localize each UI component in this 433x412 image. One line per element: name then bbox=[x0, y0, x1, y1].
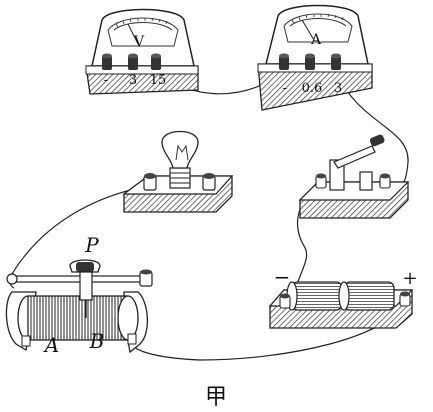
battery-terminal-negative[interactable] bbox=[279, 293, 291, 309]
switch-clip bbox=[359, 171, 373, 191]
ammeter-scale-arc bbox=[289, 18, 347, 27]
switch-terminal-left[interactable] bbox=[315, 173, 327, 189]
ammeter-terminal-neg[interactable] bbox=[279, 53, 289, 71]
switch-terminal-right[interactable] bbox=[379, 173, 391, 189]
rheostat-rod-terminal-right[interactable] bbox=[139, 269, 153, 287]
figure-caption: 甲 bbox=[205, 385, 227, 410]
battery-positive-label: + bbox=[402, 268, 417, 289]
switch-blade bbox=[333, 145, 376, 169]
ammeter-terminal-label-neg: - bbox=[283, 81, 287, 96]
rheostat-rod-terminal-left[interactable] bbox=[6, 273, 18, 285]
voltmeter-terminal-neg[interactable] bbox=[102, 53, 112, 71]
rheostat-terminal-b[interactable] bbox=[127, 333, 137, 345]
rheostat-end-a-label: A bbox=[43, 333, 59, 357]
rheostat-terminal-a[interactable] bbox=[21, 335, 31, 347]
ammeter-scale-ticks bbox=[291, 13, 344, 24]
rheostat-tube-right-face bbox=[117, 295, 139, 341]
switch-handle bbox=[369, 134, 385, 147]
battery-cell-right bbox=[338, 281, 395, 311]
voltmeter-scale-ticks bbox=[115, 17, 168, 28]
voltmeter-symbol: V bbox=[133, 34, 145, 50]
voltmeter-terminal-15[interactable] bbox=[151, 53, 161, 71]
ammeter-terminal-0.6[interactable] bbox=[305, 53, 315, 71]
rheostat-slider-label: P bbox=[84, 233, 99, 257]
voltmeter-terminal-label-3: 3 bbox=[129, 73, 137, 88]
rheostat-coil bbox=[27, 295, 129, 341]
ammeter-terminal-label-3: 3 bbox=[334, 81, 342, 96]
bulb-socket-threads bbox=[170, 172, 190, 184]
voltmeter-dial bbox=[107, 17, 179, 47]
ammeter-symbol: A bbox=[310, 32, 322, 48]
knife-switch[interactable] bbox=[298, 134, 410, 219]
battery-negative-label: − bbox=[274, 265, 291, 289]
voltmeter-terminal-label-neg: - bbox=[104, 73, 108, 88]
voltmeter-terminal-label-15: 15 bbox=[150, 73, 167, 88]
rheostat-slider[interactable] bbox=[69, 259, 101, 318]
voltmeter-terminal-3[interactable] bbox=[128, 53, 138, 71]
light-bulb bbox=[122, 130, 234, 213]
voltmeter: V - 3 15 bbox=[85, 8, 199, 95]
ammeter-needle bbox=[301, 19, 315, 41]
bulb-filament bbox=[175, 144, 189, 161]
battery: − + bbox=[268, 265, 418, 329]
ammeter: A - 0.6 3 bbox=[257, 4, 373, 111]
voltmeter-needle bbox=[127, 23, 139, 45]
rheostat-end-b-label: B bbox=[89, 329, 105, 353]
voltmeter-scale-arc bbox=[113, 22, 173, 31]
rheostat: P A B bbox=[5, 233, 153, 357]
battery-terminal-positive[interactable] bbox=[399, 291, 411, 307]
ammeter-terminal-label-0.6: 0.6 bbox=[302, 81, 323, 96]
bulb-terminal-right[interactable] bbox=[202, 173, 216, 191]
ammeter-terminal-3[interactable] bbox=[331, 53, 341, 71]
bulb-terminal-left[interactable] bbox=[143, 173, 157, 191]
battery-cell-left bbox=[286, 281, 343, 311]
